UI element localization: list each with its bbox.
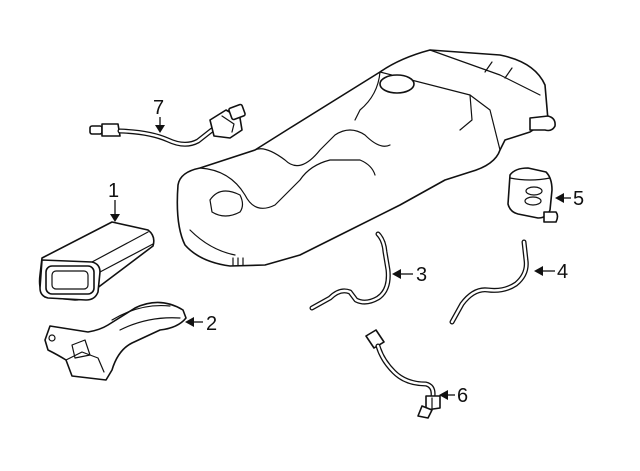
callout-7: 7	[153, 97, 164, 119]
arrowhead-6	[439, 390, 448, 400]
callout-2: 2	[206, 313, 217, 335]
vapor-hose-3	[309, 231, 391, 311]
callout-3: 3	[416, 264, 427, 286]
arrowhead-7	[155, 125, 165, 133]
callout-1: 1	[108, 180, 119, 202]
arrowhead-3	[392, 269, 401, 279]
arrowhead-5	[555, 193, 564, 203]
arrowhead-1	[110, 214, 120, 222]
vapor-canister	[38, 221, 155, 301]
vapor-hose-4	[449, 239, 529, 325]
oxygen-sensor-downstream	[365, 329, 441, 419]
fuel-pump-cover	[379, 74, 415, 94]
callout-4: 4	[557, 261, 568, 283]
fuel-tank	[176, 49, 556, 267]
tank-filler-neck	[529, 115, 556, 132]
arrowhead-2	[185, 317, 194, 327]
arrowhead-4	[534, 266, 543, 276]
leader-lines	[110, 117, 571, 400]
vent-filter	[507, 167, 559, 223]
canister-bracket	[44, 301, 187, 381]
oxygen-sensor-upstream	[89, 103, 246, 147]
callout-5: 5	[573, 188, 584, 210]
callout-labels: 1 2 3 4 5 6 7	[108, 97, 584, 407]
callout-6: 6	[457, 385, 468, 407]
